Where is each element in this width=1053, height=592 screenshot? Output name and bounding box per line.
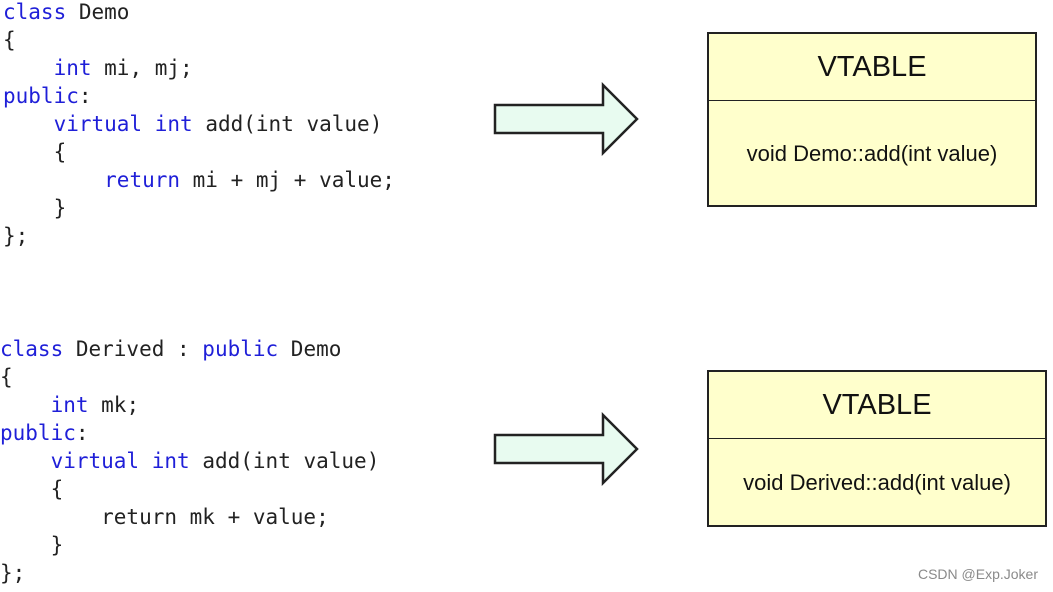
code-line: return mi + mj + value; [3,166,395,194]
code-line: } [3,194,67,222]
code-line: virtual int add(int value) [3,110,383,138]
code-keyword: int [50,393,89,417]
code-text [142,112,155,136]
code-text: mi + mj + value; [180,168,395,192]
code-text: : [78,84,92,108]
code-line: { [3,138,67,166]
code-line: return mk + value; [0,503,329,531]
code-line: class Derived : public Demo [0,335,341,363]
code-text: return mk + value; [0,505,329,529]
code-line: class Demo [3,0,129,26]
code-line: int mi, mj; [3,54,193,82]
code-line: { [0,363,13,391]
code-text: mi, mj; [91,56,193,80]
right-arrow-icon [493,82,639,156]
code-keyword: class [0,337,64,361]
code-text: { [3,140,67,164]
code-text: Demo [278,337,342,361]
right-arrow-icon [493,412,639,486]
code-text: { [0,477,64,501]
vtable-title: VTABLE [709,34,1035,101]
code-text: }; [3,224,29,248]
code-text [3,112,54,136]
code-keyword: public [202,337,279,361]
code-text: }; [0,561,26,585]
code-keyword: int [151,449,190,473]
code-line: virtual int add(int value) [0,447,380,475]
code-text: Demo [66,0,130,24]
vtable-demo: VTABLE void Demo::add(int value) [707,32,1037,207]
code-text: { [3,28,16,52]
code-keyword: virtual [50,449,140,473]
code-keyword: int [154,112,193,136]
code-text: } [0,533,64,557]
code-text [3,56,54,80]
code-line: public: [3,82,92,110]
code-text: : [75,421,89,445]
code-line: }; [3,222,28,250]
code-text: add(int value) [192,112,383,136]
code-line: } [0,531,64,559]
vtable-entry: void Derived::add(int value) [743,469,1011,495]
code-text [3,168,104,192]
code-text: } [3,196,67,220]
code-text: mk; [88,393,140,417]
code-text: Derived : [63,337,203,361]
code-keyword: class [3,0,67,24]
watermark: CSDN @Exp.Joker [917,566,1038,582]
code-block-derived: class Derived : public Demo{ int mk;publ… [0,335,460,587]
code-keyword: public [3,84,79,108]
code-keyword: return [104,168,181,192]
code-line: int mk; [0,391,140,419]
vtable-title: VTABLE [709,372,1045,439]
code-line: public: [0,419,89,447]
code-text [139,449,152,473]
code-text: { [0,365,13,389]
vtable-derived: VTABLE void Derived::add(int value) [707,370,1047,527]
vtable-entry: void Demo::add(int value) [746,140,998,166]
code-line: }; [0,559,25,587]
code-keyword: virtual [53,112,143,136]
code-keyword: public [0,421,76,445]
code-line: { [0,475,64,503]
code-line: { [3,26,16,54]
code-text [0,393,51,417]
code-block-demo: class Demo{ int mi, mj;public: virtual i… [3,0,463,250]
code-text: add(int value) [189,449,380,473]
code-text [0,449,51,473]
code-keyword: int [53,56,92,80]
